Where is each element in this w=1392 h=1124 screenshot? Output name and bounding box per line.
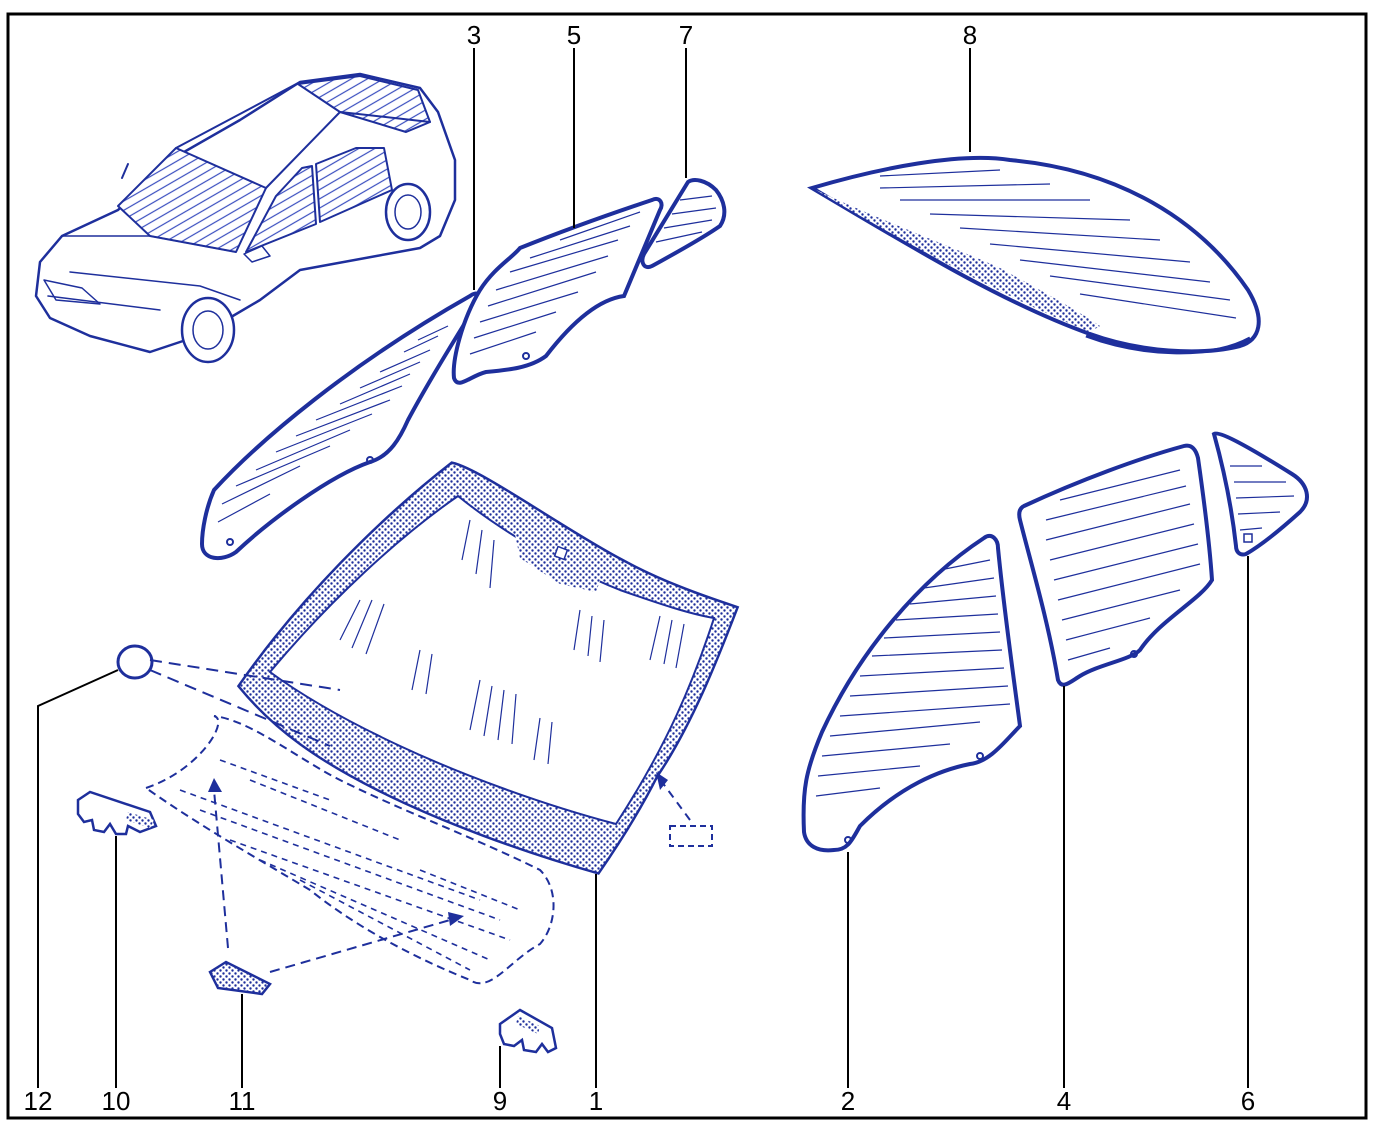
part-1-hatching <box>339 519 685 765</box>
part-8-heater-lines <box>879 169 1237 319</box>
leader-12 <box>37 669 119 1088</box>
part-12-disc <box>116 644 154 680</box>
callout-10: 10 <box>102 1086 131 1116</box>
part-6-glass <box>1211 431 1309 557</box>
part-5-hatching <box>469 211 641 355</box>
part-2-hatching <box>815 559 1011 797</box>
callout-labels: 3 5 7 8 12 10 11 9 1 2 4 6 <box>24 20 1256 1116</box>
callout-9: 9 <box>493 1086 507 1116</box>
callout-3: 3 <box>467 20 481 50</box>
diagram-frame <box>6 12 1368 1120</box>
windshield-label-detail <box>656 772 713 847</box>
callout-1: 1 <box>589 1086 603 1116</box>
cowl-arrow-1 <box>213 789 229 949</box>
part-8-dotted-band <box>816 190 1100 332</box>
callout-4: 4 <box>1057 1086 1071 1116</box>
part-4-mount-hole <box>1130 650 1138 658</box>
part-7-hatching <box>655 195 717 243</box>
part-10-dotted <box>126 812 154 828</box>
part-3-mount-hole-2 <box>226 538 234 546</box>
part-8-glass <box>807 155 1261 354</box>
part-5-mount-hole <box>522 352 530 360</box>
car-hood-lines <box>47 235 241 311</box>
part-2-mount-hole <box>976 752 984 760</box>
part-1-inner-glass <box>268 494 716 826</box>
part-9-body <box>498 1008 558 1054</box>
detail-arrow-head <box>656 772 668 790</box>
part-7-glass <box>640 178 727 269</box>
part-8-lower-lip <box>1085 334 1251 355</box>
cowl-panel-dashed <box>143 715 555 985</box>
callout-5: 5 <box>567 20 581 50</box>
callout-12: 12 <box>24 1086 53 1116</box>
car-side-mirror <box>243 245 271 263</box>
part-12-dashed-guide <box>149 659 341 747</box>
car-front-wheel-hub <box>192 310 224 350</box>
car-antenna <box>121 163 129 179</box>
part-3-hatching <box>217 325 449 523</box>
part-7-quarter-vent-glass <box>640 178 727 269</box>
part-10-clip <box>76 790 158 836</box>
part-4-rear-door-window <box>1017 443 1215 687</box>
leader-lines <box>37 48 1249 1088</box>
part-8-rear-window <box>807 155 1261 355</box>
car-windshield <box>117 147 267 253</box>
part-2-rear-door-glass <box>801 533 1023 853</box>
part-2-glass <box>801 533 1023 853</box>
car-overview <box>34 72 457 364</box>
detail-box <box>669 825 713 847</box>
part-1-dotted-border <box>240 464 736 872</box>
part-11-pad <box>208 960 272 996</box>
callout-6: 6 <box>1241 1086 1255 1116</box>
part-5-front-door-glass <box>451 197 664 385</box>
callout-11: 11 <box>229 1086 256 1116</box>
cowl-arrow-1-head <box>208 778 222 792</box>
part-9-dotted <box>516 1016 540 1034</box>
part-6-hatching <box>1230 465 1295 531</box>
callout-2: 2 <box>841 1086 855 1116</box>
part-6-tab <box>1243 533 1253 543</box>
part-4-hatching <box>1045 469 1201 661</box>
part-12-mirror-mount <box>116 644 341 747</box>
part-10-body <box>76 790 158 836</box>
detail-arrow <box>661 781 691 821</box>
cowl-inner-lines <box>179 759 521 971</box>
part-9-clip <box>498 1008 558 1054</box>
part-11-body <box>208 960 272 996</box>
car-headlight <box>43 279 101 305</box>
car-rear-door-window <box>315 147 393 223</box>
cowl-arrow-2 <box>269 919 451 973</box>
part-3-front-quarter-glass <box>199 291 482 561</box>
callout-7: 7 <box>679 20 693 50</box>
car-front-door-window <box>245 165 317 253</box>
part-6-rear-quarter-glass <box>1211 431 1309 557</box>
cowl-arrow-2-head <box>448 912 464 926</box>
part-3-mount-hole <box>366 456 374 464</box>
part-2-mount-hole-2 <box>844 836 852 844</box>
car-rear-wheel-hub <box>394 194 422 230</box>
part-1-windshield <box>236 461 740 875</box>
callout-8: 8 <box>963 20 977 50</box>
part-5-glass <box>451 197 664 385</box>
part-1-sensor-tab <box>553 545 569 561</box>
car-roof-line <box>175 81 431 189</box>
